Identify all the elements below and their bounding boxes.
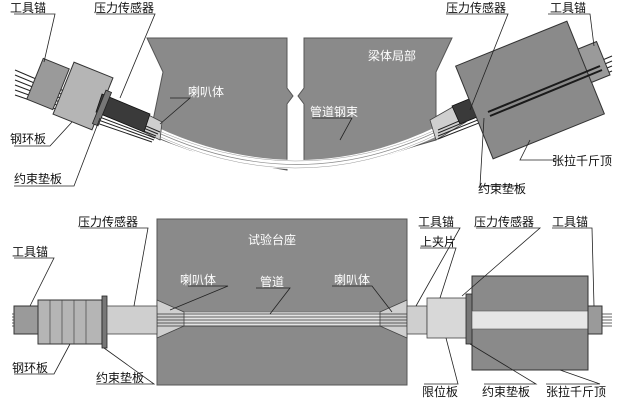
label-tension-jack-bottom: 张拉千斤顶 bbox=[546, 384, 606, 399]
restraint-pad-left-bottom bbox=[101, 295, 108, 349]
label-upper-clamp: 上夹片 bbox=[420, 235, 456, 249]
label-beam-local: 梁体局部 bbox=[368, 48, 416, 63]
label-restraint-pad-left-bottom: 约束垫板 bbox=[96, 370, 144, 385]
tool-anchor-right-bottom bbox=[587, 305, 603, 335]
label-steel-ring-plate-bottom: 钢环板 bbox=[12, 361, 48, 375]
label-restraint-pad-right: 约束垫板 bbox=[478, 181, 526, 196]
label-test-bench: 试验台座 bbox=[248, 232, 296, 247]
label-tool-anchor-left-bottom: 工具锚 bbox=[12, 244, 48, 259]
pressure-sensor-left-bottom bbox=[106, 305, 158, 335]
label-restraint-pad-left: 约束垫板 bbox=[14, 171, 62, 186]
restraint-pad-right-bottom bbox=[465, 293, 473, 345]
bottom-panel: 工具锚 压力传感器 试验台座 喇叭体 管道 喇叭体 钢环板 约束垫板 工具锚 上… bbox=[12, 214, 612, 399]
label-pressure-sensor-left-bottom: 压力传感器 bbox=[78, 214, 138, 229]
label-pressure-sensor-right: 压力传感器 bbox=[446, 0, 506, 15]
label-horn-body: 喇叭体 bbox=[188, 84, 224, 99]
top-panel: 工具锚 压力传感器 喇叭体 钢环板 约束垫板 梁体局部 管道钢束 压力传感器 工… bbox=[10, 0, 613, 196]
label-restraint-pad-right-bottom: 约束垫板 bbox=[482, 384, 530, 399]
label-tool-anchor-mid-bottom: 工具锚 bbox=[418, 214, 454, 229]
pressure-sensor-left bbox=[95, 93, 151, 133]
steel-ring-plate-bottom bbox=[37, 299, 103, 345]
label-horn-body-left-bottom: 喇叭体 bbox=[180, 272, 216, 287]
label-limit-plate: 限位板 bbox=[422, 384, 458, 399]
label-duct-bottom: 管道 bbox=[260, 274, 284, 289]
label-pressure-sensor-right-bottom: 压力传感器 bbox=[474, 214, 534, 229]
label-tension-jack-top: 张拉千斤顶 bbox=[552, 153, 612, 168]
label-tool-anchor-left: 工具锚 bbox=[10, 0, 46, 15]
tool-anchor-left bbox=[26, 57, 70, 111]
label-steel-ring-plate: 钢环板 bbox=[10, 132, 46, 146]
tool-anchor-right bbox=[577, 40, 611, 84]
tool-anchor-mid-bottom bbox=[406, 305, 428, 335]
label-tool-anchor-right-bottom: 工具锚 bbox=[552, 214, 588, 229]
tool-anchor-left-bottom bbox=[13, 305, 39, 335]
label-pressure-sensor-left: 压力传感器 bbox=[94, 0, 154, 15]
restraint-pad-left bbox=[91, 89, 113, 127]
limit-plate bbox=[426, 297, 468, 339]
label-tool-anchor-right: 工具锚 bbox=[550, 0, 586, 15]
label-horn-body-right-bottom: 喇叭体 bbox=[334, 272, 370, 287]
test-bench-block bbox=[156, 218, 408, 386]
label-duct-strand: 管道钢束 bbox=[310, 104, 358, 119]
